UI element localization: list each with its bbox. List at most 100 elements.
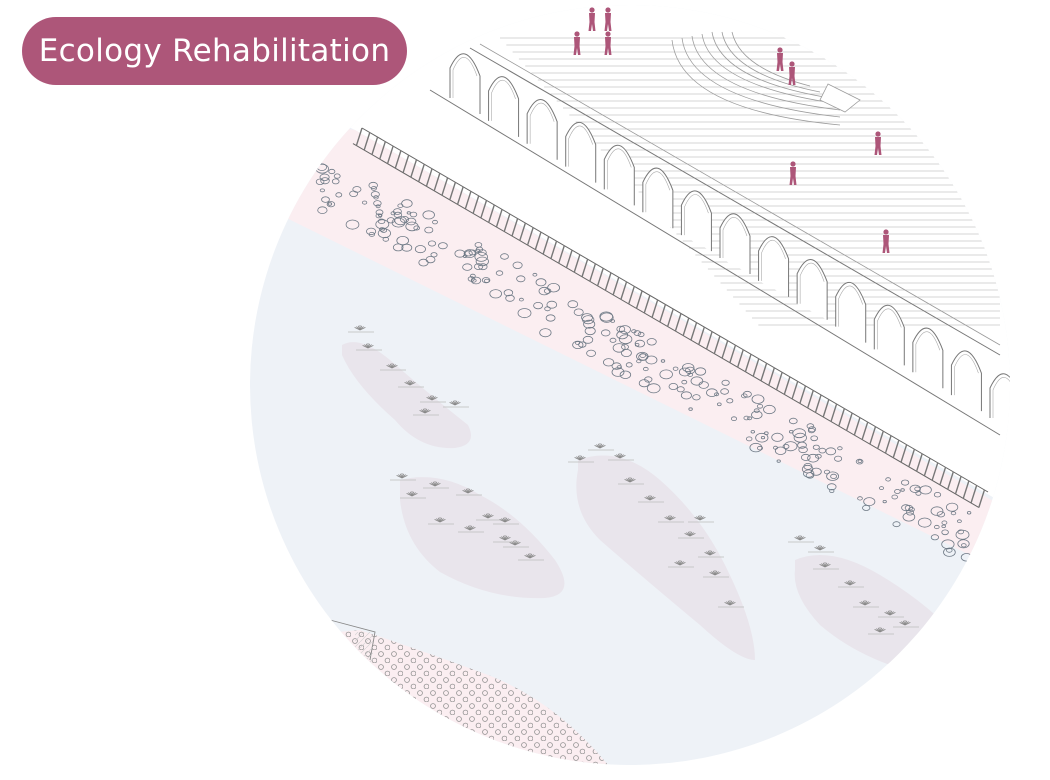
gravel-stone bbox=[602, 358, 615, 367]
rail-sleeper bbox=[433, 173, 441, 192]
gravel-stone bbox=[891, 494, 898, 500]
reed-tuft bbox=[838, 580, 864, 588]
gravel-stone bbox=[477, 249, 487, 256]
gravel-stone bbox=[774, 446, 787, 455]
gravel-stone bbox=[414, 245, 426, 254]
reed-tuft bbox=[638, 495, 664, 503]
viaduct-arch-inner bbox=[645, 171, 671, 213]
rail-sleeper bbox=[713, 335, 721, 354]
reed-tuft bbox=[608, 453, 634, 461]
reed-tuft bbox=[878, 610, 904, 618]
gravel-stone bbox=[714, 392, 720, 397]
gravel-stone bbox=[743, 415, 750, 421]
gravel-stone bbox=[366, 227, 377, 236]
gravel-stone bbox=[749, 442, 763, 453]
gravel-stone bbox=[692, 394, 701, 401]
gravel-stone bbox=[621, 348, 632, 357]
gravel-stone bbox=[543, 288, 552, 294]
gravel-stone bbox=[618, 325, 631, 335]
rail-sleeper bbox=[456, 186, 464, 205]
gravel-stone bbox=[612, 343, 626, 353]
gravel-stone bbox=[370, 186, 377, 191]
gravel-stone bbox=[393, 211, 403, 218]
rail-sleeper bbox=[978, 489, 986, 508]
gravel-stone bbox=[646, 383, 661, 394]
rail-sleeper bbox=[425, 168, 433, 187]
gravel-stone bbox=[616, 325, 626, 333]
gravel-stone bbox=[960, 543, 967, 548]
viaduct-arch-inner bbox=[761, 240, 786, 281]
viaduct-arch-inner bbox=[722, 217, 748, 258]
viaduct-arch bbox=[873, 304, 905, 366]
rail-sleeper bbox=[698, 326, 706, 345]
rail-sleeper bbox=[721, 340, 729, 359]
reed-tuft bbox=[703, 570, 729, 578]
gravel-stone bbox=[642, 366, 649, 372]
gravel-stone bbox=[609, 337, 617, 343]
gravel-stone bbox=[680, 391, 692, 400]
gravel-stone bbox=[771, 432, 784, 442]
gravel-stone bbox=[375, 204, 381, 209]
rail-sleeper bbox=[861, 421, 869, 440]
reed-tuft bbox=[493, 535, 519, 543]
rail-sleeper bbox=[573, 254, 581, 273]
reed-tuft bbox=[808, 545, 834, 553]
viaduct-arch bbox=[835, 282, 867, 343]
gravel-stone bbox=[855, 458, 864, 465]
gravel-stone bbox=[857, 459, 863, 463]
gravel-stone bbox=[941, 520, 948, 525]
gravel-stone bbox=[792, 428, 806, 439]
gravel-stone bbox=[519, 297, 524, 302]
gravel-stone bbox=[532, 272, 538, 277]
gravel-stone bbox=[763, 404, 776, 415]
rail-sleeper bbox=[884, 435, 892, 454]
gravel-stone bbox=[756, 403, 764, 409]
person-figure bbox=[604, 31, 612, 55]
gravel-stone bbox=[352, 186, 362, 193]
reed-tuft bbox=[420, 395, 446, 403]
rail-sleeper bbox=[511, 218, 519, 237]
person-figure bbox=[776, 47, 784, 71]
reed-tuft bbox=[423, 481, 449, 489]
gravel-stone bbox=[516, 275, 526, 283]
reed-tuft bbox=[688, 515, 714, 523]
reed-tuft bbox=[618, 477, 644, 485]
gravel-stone bbox=[812, 444, 820, 450]
gravel-stone bbox=[797, 441, 807, 449]
gravel-stone bbox=[682, 363, 695, 373]
gravel-stone bbox=[345, 219, 360, 230]
gravel-stone bbox=[373, 200, 382, 207]
reed-tuft bbox=[718, 600, 744, 608]
viaduct-arch bbox=[719, 213, 751, 274]
rail-sleeper bbox=[869, 426, 877, 445]
rail-sleeper bbox=[830, 403, 838, 422]
rail-sleeper bbox=[534, 231, 542, 250]
reed-tuft bbox=[813, 562, 839, 570]
gravel-stone bbox=[687, 372, 693, 377]
gravel-stone bbox=[716, 402, 722, 407]
gravel-stone bbox=[936, 511, 946, 518]
gravel-stone bbox=[837, 446, 843, 451]
gravel-stone bbox=[320, 177, 330, 185]
reed-tuft bbox=[476, 513, 502, 521]
rail-sleeper bbox=[947, 471, 954, 490]
gravel-stone bbox=[776, 459, 781, 463]
viaduct-arch bbox=[526, 99, 558, 160]
gravel-stone bbox=[694, 367, 707, 376]
reed-tuft bbox=[413, 408, 439, 416]
gravel-stone bbox=[676, 386, 685, 393]
rail-sleeper bbox=[900, 444, 908, 463]
gravel-stone bbox=[319, 188, 325, 193]
rail-sleeper bbox=[807, 390, 814, 409]
gravel-stone bbox=[468, 249, 477, 256]
rail-sleeper bbox=[604, 272, 612, 291]
gravel-stone bbox=[368, 181, 378, 189]
gravel-stone bbox=[500, 253, 509, 260]
gravel-stone bbox=[616, 365, 622, 370]
rail-sleeper bbox=[379, 141, 387, 160]
rail-sleeper bbox=[550, 240, 558, 259]
reed-tuft bbox=[356, 343, 382, 351]
gravel-stone bbox=[517, 308, 532, 319]
gravel-stone bbox=[512, 261, 523, 269]
